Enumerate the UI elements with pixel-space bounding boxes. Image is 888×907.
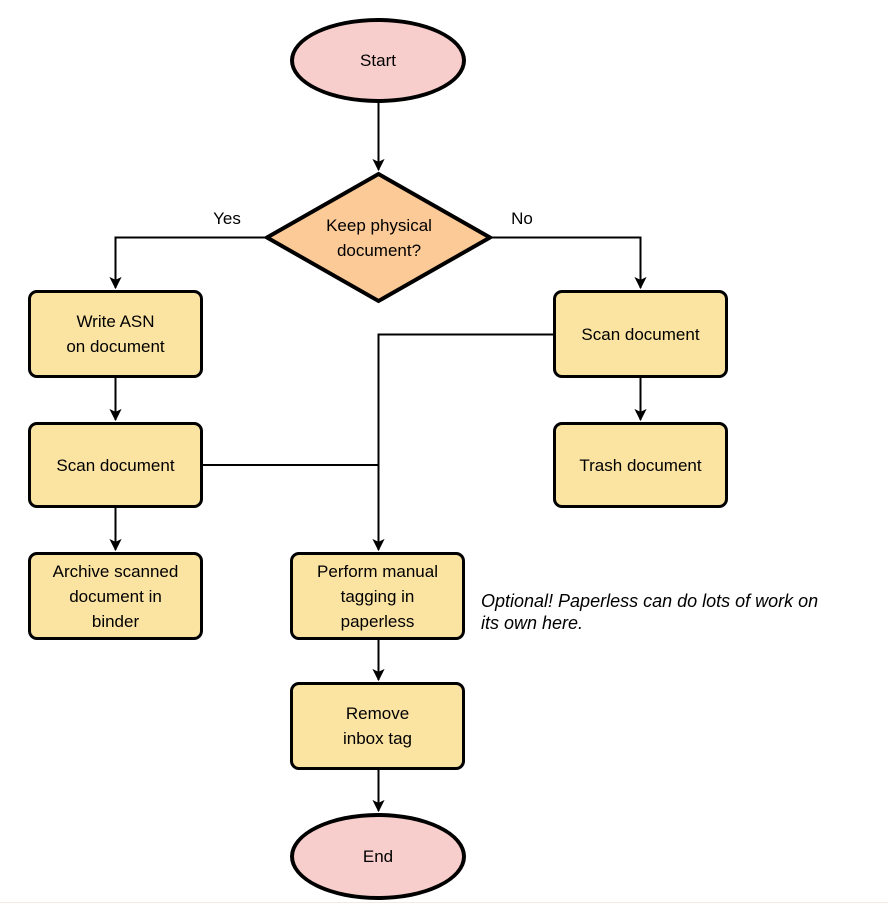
bottom-edge-divider bbox=[0, 902, 888, 903]
node-remove-inbox-tag: Remove inbox tag bbox=[290, 682, 465, 770]
edge-decision-write-asn bbox=[116, 236, 265, 289]
decision-diamond-shape bbox=[262, 171, 495, 304]
node-end: End bbox=[290, 813, 466, 900]
node-label-line: document? bbox=[336, 240, 422, 260]
node-label-line: Keep physical bbox=[326, 215, 432, 235]
note-line: its own here. bbox=[481, 612, 584, 633]
node-scan-document-right: Scan document bbox=[553, 290, 728, 378]
node-manual-tagging: Perform manual tagging in paperless bbox=[290, 552, 465, 640]
node-label-line: inbox tag bbox=[343, 729, 412, 748]
node-end-label: End bbox=[363, 844, 393, 869]
node-write-asn-label: Write ASN on document bbox=[66, 309, 164, 359]
node-scan-left-label: Scan document bbox=[56, 453, 174, 478]
node-remove-inbox-label: Remove inbox tag bbox=[343, 701, 412, 751]
edge-label-yes: Yes bbox=[213, 209, 241, 228]
node-label-line: on document bbox=[66, 337, 165, 356]
node-trash-document: Trash document bbox=[553, 422, 728, 508]
node-write-asn: Write ASN on document bbox=[28, 290, 203, 378]
node-scan-right-label: Scan document bbox=[581, 322, 699, 347]
node-start-label: Start bbox=[360, 48, 396, 73]
node-label-line: End bbox=[362, 847, 394, 866]
node-label-line: Scan document bbox=[581, 324, 700, 344]
edge-decision-scan-right bbox=[492, 236, 641, 289]
node-archive-binder: Archive scanned document in binder bbox=[28, 552, 203, 640]
node-label-line: Write ASN bbox=[76, 312, 155, 331]
node-trash-label: Trash document bbox=[579, 453, 701, 478]
node-label-line: Start bbox=[360, 51, 396, 70]
edge-scan-right-tagging bbox=[379, 333, 553, 551]
node-label-line: Perform manual bbox=[317, 561, 438, 581]
node-label-line: document in bbox=[69, 586, 162, 606]
node-label-line: tagging in bbox=[340, 586, 415, 606]
node-label-line: Archive scanned bbox=[52, 561, 179, 581]
note-line: Optional! Paperless can do lots of work … bbox=[481, 591, 819, 611]
node-label-line: Scan document bbox=[56, 455, 175, 475]
optional-note: Optional! Paperless can do lots of work … bbox=[481, 591, 886, 634]
node-scan-document-left: Scan document bbox=[28, 422, 203, 508]
node-decision: Keep physical document? bbox=[266, 172, 492, 303]
node-decision-label: Keep physical document? bbox=[326, 213, 432, 263]
node-archive-label: Archive scanned document in binder bbox=[53, 559, 179, 634]
edge-label-no: No bbox=[511, 209, 533, 228]
node-label-line: binder bbox=[91, 611, 140, 631]
node-label-line: Trash document bbox=[579, 455, 702, 475]
node-tagging-label: Perform manual tagging in paperless bbox=[317, 559, 438, 634]
node-label-line: paperless bbox=[340, 611, 415, 631]
node-label-line: Remove bbox=[345, 704, 410, 723]
node-start: Start bbox=[290, 18, 466, 103]
